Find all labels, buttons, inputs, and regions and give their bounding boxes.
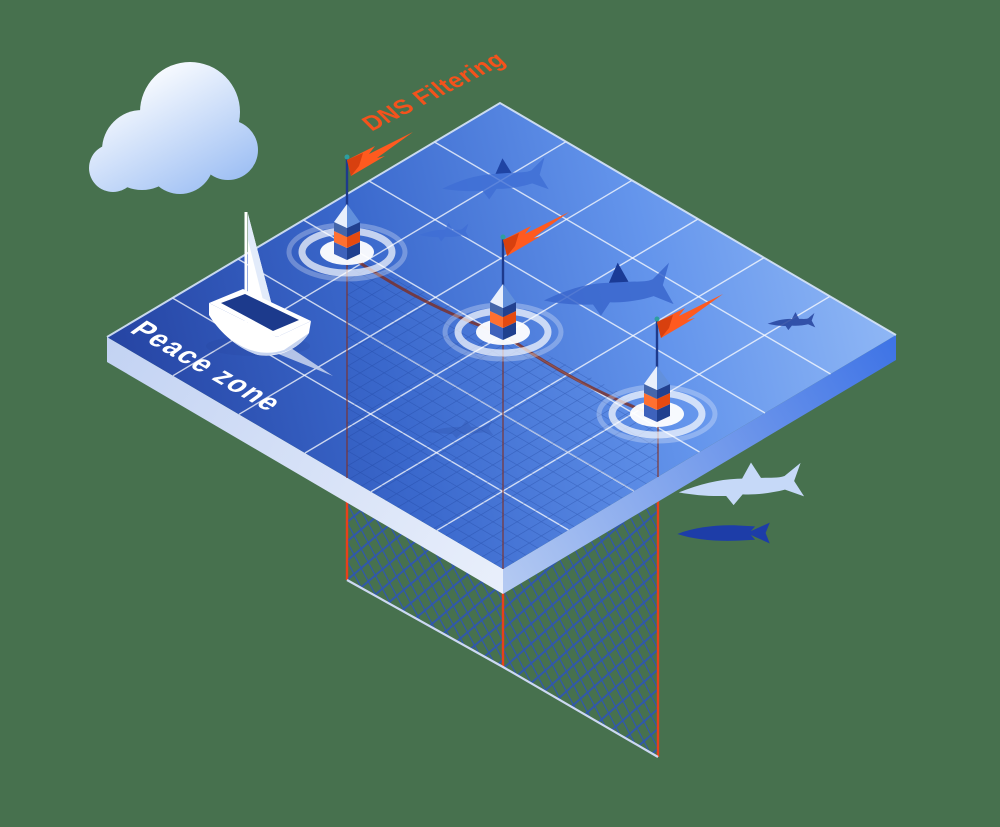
boat-cockpit	[221, 294, 299, 331]
boat-mast	[244, 212, 248, 336]
fish-outside-group	[677, 460, 805, 544]
boat-hull	[209, 303, 311, 356]
slab-left-face	[107, 337, 503, 594]
boat-hull-bottom	[232, 333, 309, 356]
net-bottom-edge	[346, 579, 659, 758]
surface-edge-highlight	[106, 101, 897, 338]
sailboat-icon	[206, 212, 333, 376]
cloud-icon	[89, 62, 258, 194]
fish-blocked-tuna-icon	[677, 522, 770, 544]
slab-right-face	[503, 335, 896, 594]
